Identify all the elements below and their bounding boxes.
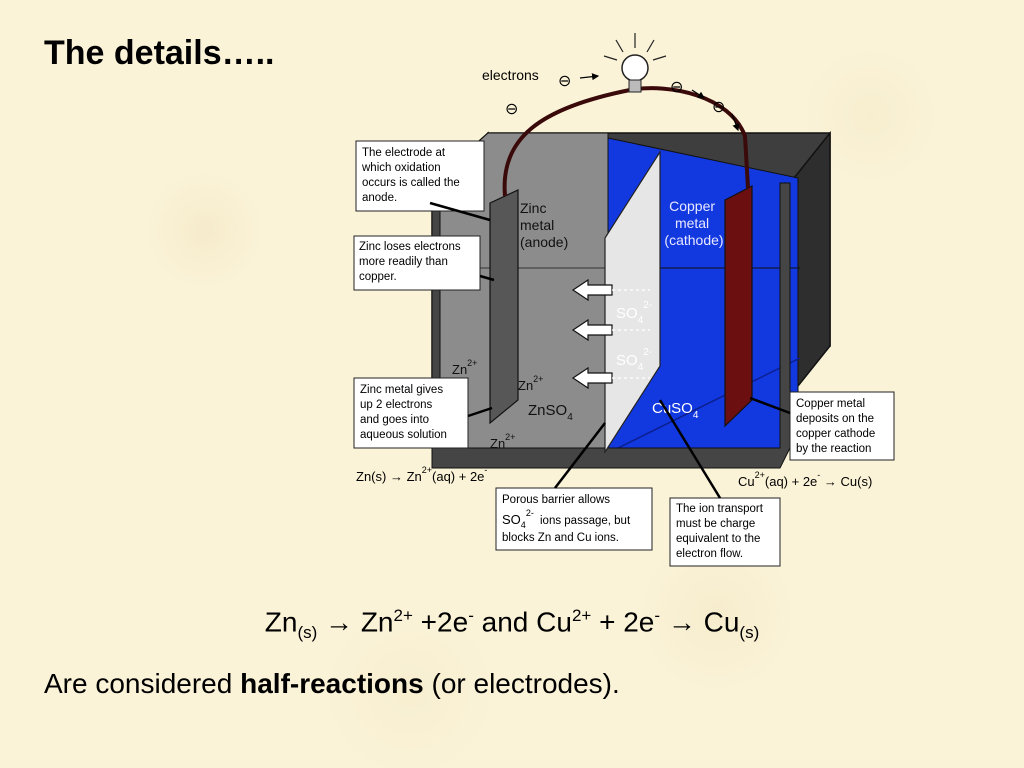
eq-cu: Cu [703,606,740,638]
porous-sulfate-formula: SO42- [502,508,534,530]
electron-flow-arrow-1 [579,73,600,81]
svg-text:Zinc metal gives up 2 el: Zinc metal gives up 2 electrons and goes… [360,384,447,441]
electron-flow-arrow-2 [691,89,705,99]
svg-text:The electrode at which o: The electrode at which oxidation occurs … [361,147,463,204]
callout-zinc-metal-gives: Zinc metal gives up 2 electrons and goes… [353,377,493,449]
svg-text:Copper metal deposits on: Copper metal deposits on the copper cath… [796,398,879,455]
zinc-ion-inner: Zn2+ [518,374,543,393]
eq-cu-ion-charge: 2+ [571,606,592,625]
galvanic-cell-diagram: electrons ⊖ ⊖ ⊖ ⊖ Zinc metal (anode) Cop… [353,33,895,567]
svg-text:blocks Zn and Cu ions.: blocks Zn and Cu ions. [502,532,619,544]
sulfate-flow-arrows [571,278,650,390]
slide-title: The details….. [44,34,275,72]
anode-half-reaction: Zn(s) → Zn2+(aq) + 2e- [356,465,487,484]
tank-front-frame [431,182,791,469]
cathode-label: Copper metal (cathode) [664,198,723,248]
caption-text-after: (or electrodes). [423,668,620,699]
half-reactions-caption: Are considered half-reactions (or electr… [44,668,620,700]
electron-symbol-3: ⊖ [670,79,683,96]
eq-zn-ion-charge: 2+ [393,606,413,625]
eq-cu-ion: Cu [536,606,572,638]
electron-flow-arrow-3 [731,113,740,132]
eq-cu-sub: (s) [739,622,760,642]
electron-symbol-2: ⊖ [558,73,571,90]
eq-zn: Zn [264,606,298,638]
zinc-ion-bottom: Zn2+ [490,432,515,451]
eq-electron-charge-1: - [468,606,474,625]
eq-and: and [473,606,537,638]
svg-text:The ion transport must b: The ion transport must be charge equival… [676,503,766,560]
eq-electrons-1: +2e [412,606,469,638]
callout-ion-transport: The ion transport must be charge equival… [658,399,781,567]
tank-floor-edge [607,357,801,454]
copper-electrode [724,185,753,428]
electron-symbol-1: ⊖ [505,101,518,118]
cathode-half-reaction: Cu2+(aq) + 2e- → Cu(s) [738,470,872,489]
half-reaction-equation: Zn(s) → Zn2+ +2e- and Cu2+ + 2e- → Cu(s) [0,606,1024,643]
anode-label: Zinc metal (anode) [520,200,568,250]
eq-zn-ion: Zn [360,606,394,638]
eq-zn-sub: (s) [297,622,318,642]
electrons-label: electrons [482,67,539,83]
zinc-ion-left: Zn2+ [452,358,477,377]
callout-copper-deposits: Copper metal deposits on the copper cath… [749,391,895,461]
callout-porous-barrier: Porous barrier allows SO42- ions passage… [495,422,653,551]
light-bulb-icon [603,33,667,93]
eq-arrow-2: → [660,606,704,638]
svg-text:Porous barrier allows: Porous barrier allows [502,494,610,506]
sulfate-ion-1: SO42- [616,300,652,326]
svg-text:Zinc loses electrons mor: Zinc loses electrons more readily than c… [359,241,464,283]
callout-anode-definition: The electrode at which oxidation occurs … [355,140,491,222]
eq-arrow-1: → [317,606,361,638]
callout-zinc-loses-electrons: Zinc loses electrons more readily than c… [353,235,495,291]
eq-electrons-2: + 2e [591,606,655,638]
svg-text:ions passage, but: ions passage, but [540,515,631,527]
sulfate-ion-2: SO42- [616,347,652,373]
caption-bold-term: half-reactions [240,668,424,699]
caption-text-before: Are considered [44,668,241,699]
eq-electron-charge-2: - [654,606,661,625]
electron-symbol-4: ⊖ [712,99,725,116]
zinc-electrode [489,189,519,425]
zinc-sulfate-label: ZnSO4 [528,402,573,423]
